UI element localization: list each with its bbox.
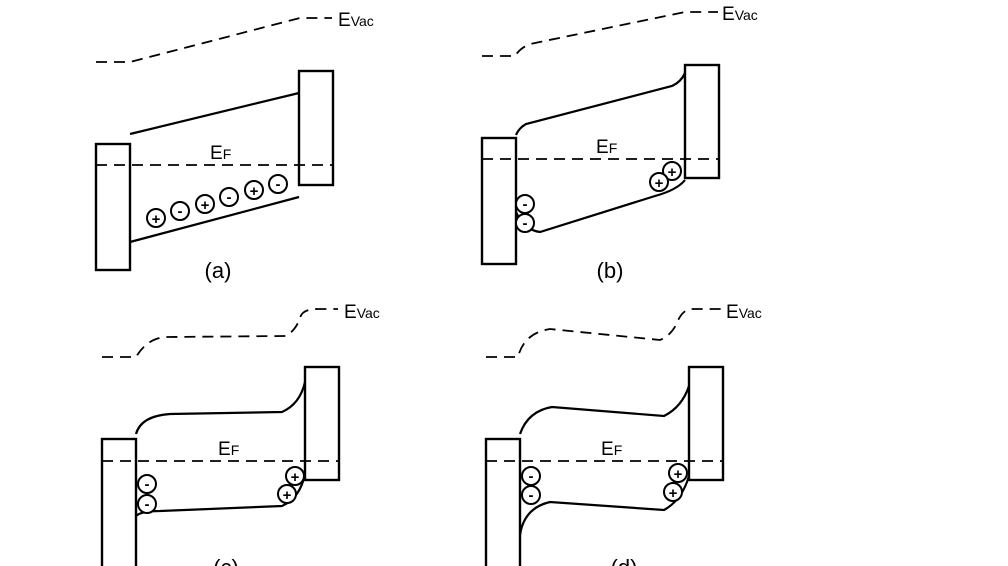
negative-charge: -: [515, 213, 535, 233]
fermi-level-label: EF: [218, 439, 239, 460]
fermi-level-label: EF: [596, 137, 617, 158]
svg-text:-: -: [276, 176, 281, 193]
positive-charge: +: [662, 161, 682, 181]
fermi-level-label: EF: [210, 143, 231, 164]
positive-charge: +: [668, 463, 688, 483]
svg-text:-: -: [529, 487, 534, 504]
panel-b: EVac EF - - + + (b): [480, 4, 758, 283]
lumo-level: [514, 72, 687, 136]
panel-d: EVac EF - - + + (d): [484, 302, 762, 566]
fermi-level-label: EF: [601, 439, 622, 460]
lumo-level: [129, 91, 300, 136]
negative-charge: -: [170, 201, 190, 221]
panel-caption: (d): [611, 555, 638, 566]
positive-charge: +: [195, 194, 215, 214]
negative-charge: -: [521, 466, 541, 486]
positive-charge: +: [146, 208, 166, 228]
negative-charge: -: [515, 194, 535, 214]
svg-text:-: -: [227, 189, 232, 206]
svg-text:+: +: [655, 175, 664, 192]
left-electrode: [484, 437, 522, 566]
negative-charge: -: [137, 474, 157, 494]
svg-text:-: -: [529, 468, 534, 485]
negative-charge: -: [219, 187, 239, 207]
homo-level: [135, 473, 307, 517]
panel-caption: (a): [205, 258, 232, 283]
homo-level: [129, 195, 300, 244]
homo-level: [518, 475, 691, 536]
lumo-level: [134, 381, 307, 435]
svg-text:-: -: [145, 476, 150, 493]
panel-a: EVac EF + - + - + - (a): [94, 10, 374, 283]
vacuum-level-label: EVac: [338, 10, 374, 31]
panel-caption: (c): [213, 555, 239, 566]
negative-charge: -: [137, 494, 157, 514]
negative-charge: -: [268, 174, 288, 194]
svg-text:+: +: [669, 485, 678, 502]
vacuum-level-line: [486, 308, 722, 358]
vacuum-level-label: EVac: [722, 4, 758, 25]
svg-text:+: +: [291, 469, 300, 486]
panel-c: EVac EF - - + + (c): [100, 302, 380, 566]
right-electrode: [297, 69, 335, 187]
left-electrode: [480, 136, 518, 266]
vacuum-level-line: [102, 308, 338, 358]
right-electrode: [687, 365, 725, 482]
svg-text:+: +: [201, 197, 210, 214]
svg-text:+: +: [250, 183, 259, 200]
right-electrode: [683, 63, 721, 180]
lumo-level: [518, 385, 691, 435]
positive-charge: +: [285, 466, 305, 486]
panel-caption: (b): [597, 258, 624, 283]
left-electrode: [100, 437, 138, 566]
vacuum-level-line: [96, 17, 332, 63]
svg-text:-: -: [178, 203, 183, 220]
svg-text:-: -: [523, 215, 528, 232]
vacuum-level-line: [482, 11, 718, 57]
positive-charge: +: [649, 172, 669, 192]
svg-text:+: +: [668, 164, 677, 181]
positive-charge: +: [244, 180, 264, 200]
negative-charge: -: [521, 485, 541, 505]
svg-text:-: -: [523, 196, 528, 213]
positive-charge: +: [277, 484, 297, 504]
svg-text:-: -: [145, 496, 150, 513]
positive-charge: +: [663, 482, 683, 502]
svg-text:+: +: [283, 487, 292, 504]
svg-text:+: +: [152, 211, 161, 228]
vacuum-level-label: EVac: [726, 302, 762, 323]
svg-text:+: +: [674, 466, 683, 483]
left-electrode: [94, 142, 132, 272]
vacuum-level-label: EVac: [344, 302, 380, 323]
right-electrode: [303, 365, 341, 482]
